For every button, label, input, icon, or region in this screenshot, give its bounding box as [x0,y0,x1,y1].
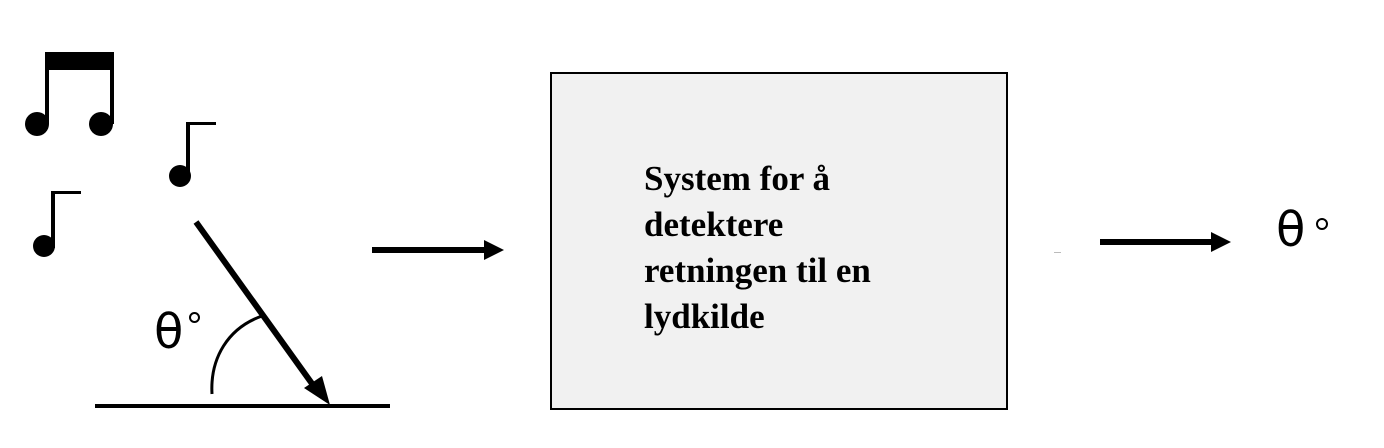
angle-arc [210,314,263,395]
degree-icon [1316,218,1328,230]
input-angle-symbol: θ [154,304,184,360]
input-arrow [372,240,504,260]
system-label: System for å detektere retningen til en … [644,159,871,336]
degree-icon [189,312,200,323]
beamed-eighth-notes-icon [25,52,114,136]
sound-direction-arrow [193,220,330,405]
system-box: System for å detektere retningen til en … [550,72,1008,410]
eighth-note-icon [169,122,216,187]
divider [1054,252,1061,253]
output-angle-symbol: θ [1276,202,1306,258]
output-arrow [1100,232,1231,252]
eighth-note-icon [33,191,81,257]
